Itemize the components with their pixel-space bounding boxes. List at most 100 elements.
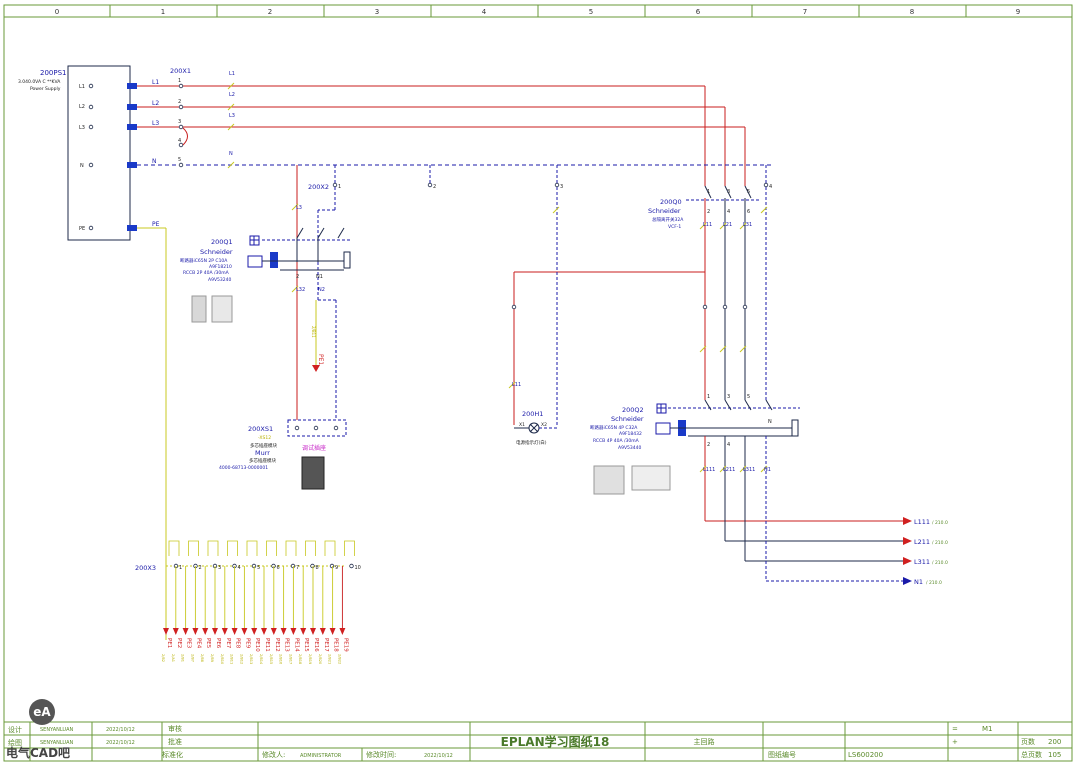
pe-output-sub-12: 2/B15	[269, 654, 273, 664]
output-l111[interactable]: L111	[914, 518, 930, 526]
ps-term-l2: L2	[79, 104, 85, 110]
grid-col-0: 0	[55, 8, 59, 16]
pe1-wire-label: PE1	[317, 354, 324, 365]
grid-col-5: 5	[589, 8, 593, 16]
pe-output-sub-17: 2/B20	[318, 654, 322, 664]
breaker-q2-line1: 断路器iC65N 4P C32A	[590, 424, 638, 431]
pe-output-arrow-17	[319, 628, 326, 635]
wire-label-q1-l3: L3	[296, 205, 302, 211]
pe-output-label-4: PE4	[195, 638, 201, 649]
grid-col-6: 6	[696, 8, 701, 16]
wire-label-q0-l31: L31	[743, 222, 752, 228]
switch-q0-line2: VCF-1	[668, 224, 681, 230]
socket-line2: 多芯插座模块	[249, 457, 276, 464]
x3-bridge-8	[305, 540, 316, 556]
output-l311[interactable]: L311	[914, 558, 930, 566]
switch-q0-tag: 200Q0	[660, 198, 682, 206]
tb-eq: =	[952, 725, 958, 733]
pe-output-arrow-7	[221, 628, 228, 635]
pe-output-label-11: PE11	[264, 638, 270, 652]
power-supply-desc1: 3.040.0VA C **KVA	[18, 79, 61, 85]
socket-product-image	[301, 456, 325, 490]
pe-output-label-9: PE9	[244, 638, 250, 649]
output-l111-ref: / 210.0	[932, 520, 948, 526]
socket-tag: 200XS1	[248, 425, 273, 433]
tb-modifier-label: 修改人:	[262, 750, 285, 759]
wire-label-q2-l211: L211	[723, 467, 735, 473]
wire-label-q2-n1: N1	[764, 467, 771, 473]
breaker-200q2[interactable]: 200Q2 Schneider 断路器iC65N 4P C32A A9F1843…	[590, 394, 800, 495]
wire-label-l3: L3	[229, 113, 235, 119]
pe-output-label-2: PE2	[176, 638, 182, 648]
wire-label-q0-l11: L11	[703, 222, 712, 228]
wire-label-q2-l111: L111	[703, 467, 715, 473]
breaker-q2-line3: RCCB 4P 40A /30mA	[593, 438, 640, 444]
svg-text:eA: eA	[33, 705, 51, 719]
wire-label-n: N	[229, 151, 233, 157]
pe-output-arrow-16	[310, 628, 316, 635]
breaker-q1-line1: 断路器iC65N 2P C10A	[180, 257, 228, 264]
pe-output-arrow-6	[212, 628, 218, 635]
x3-num-7: 7	[296, 565, 299, 571]
x1-num-1: 1	[178, 78, 181, 84]
tb-m: M1	[982, 725, 993, 733]
q0-term-1: 1	[707, 189, 710, 195]
pe-output-arrow-9	[241, 628, 248, 635]
pe-output-arrow-12	[270, 628, 277, 635]
tb-subtitle: 主回路	[694, 737, 715, 746]
output-l211[interactable]: L211	[914, 538, 930, 546]
q1-branch-wiring: L3 L32 N2	[291, 165, 337, 420]
bus-pe	[137, 227, 167, 640]
socket-line1: 多芯插座模块	[250, 442, 277, 449]
title-block: 设计 绘图 电气CAD吧 SENYANLUAN SENYANLUAN 2022/…	[4, 699, 1072, 761]
x3-bridge-5	[246, 540, 258, 556]
q2-product-image-1	[593, 465, 625, 495]
pe-output-sub-15: 2/B18	[298, 654, 302, 664]
switch-q0-brand: Schneider	[648, 207, 681, 215]
breaker-200q1[interactable]: 200Q1 Schneider 断路器iC65N 2P C10A A9F1821…	[180, 227, 351, 323]
x3-num-5: 5	[257, 565, 260, 571]
grid-col-9: 9	[1016, 8, 1020, 16]
power-supply-200ps1[interactable]: 200PS1 3.040.0VA C **KVA Power Supply L1…	[18, 65, 137, 241]
pe-output-sub-2: 2/A1	[171, 654, 175, 662]
ps-term-l1: L1	[79, 84, 85, 90]
grid-col-8: 8	[910, 8, 914, 16]
switch-200q0[interactable]: 200Q0 Schneider 总隔离开关32A VCF-1 1 3 5 2 4…	[648, 185, 760, 230]
tb-dwg-label: 图纸编号	[768, 750, 796, 759]
terminal-block-200x1[interactable]: 200X1 1 2 3 4 5	[170, 67, 191, 168]
socket-label: 调试插座	[302, 444, 326, 452]
pe-output-arrow-15	[300, 628, 307, 635]
tb-check-label: 审核	[168, 724, 182, 733]
x2-num-1: 1	[338, 184, 341, 190]
x1-num-3: 3	[178, 119, 181, 125]
pe-output-label-8: PE8	[235, 638, 241, 649]
q1-term-n: N1	[316, 274, 323, 280]
x3-bridge-10	[344, 540, 355, 556]
lamp-desc: 电源指示灯(白)	[516, 439, 547, 446]
wire-label-l1: L1	[229, 71, 235, 77]
q2-term-4: 4	[727, 442, 730, 448]
tb-approve-label: 批准	[168, 737, 182, 746]
lamp-x2: X2	[541, 422, 547, 428]
x3-terminal-9	[329, 563, 335, 569]
x3-num-9: 9	[335, 565, 338, 571]
pe-output-label-12: PE12	[274, 638, 280, 652]
socket-part: 4000-68713-0000001	[219, 465, 268, 471]
tb-date-1: 2022/10/12	[106, 727, 135, 733]
x3-bridge-7	[285, 540, 297, 556]
socket-200xs1[interactable]: 200XS1 -XS12 多芯插座模块 Murr 多芯插座模块 4000-687…	[219, 419, 347, 490]
terminal-block-1-tag: 200X1	[170, 67, 191, 75]
terminal-block-200x2[interactable]: 200X2 1 2 3 4	[308, 165, 772, 191]
pe-output-arrow-13	[280, 628, 287, 635]
lamp-200h1[interactable]: 200H1 X1 X2 电源指示灯(白)	[514, 410, 557, 446]
x3-num-4: 4	[238, 565, 241, 571]
wire-label-q1-n2: N2	[318, 287, 325, 293]
tb-author-1: SENYANLUAN	[40, 727, 74, 733]
pe-output-sub-9: 2/B12	[239, 654, 243, 664]
breaker-q1-line2: A9F18210	[209, 264, 232, 270]
phase-label-n: N	[152, 158, 157, 165]
output-n1[interactable]: N1	[914, 578, 923, 586]
wire-label-q1-l32: L32	[296, 287, 305, 293]
pe-output-sub-7: 2/B10	[220, 654, 224, 664]
